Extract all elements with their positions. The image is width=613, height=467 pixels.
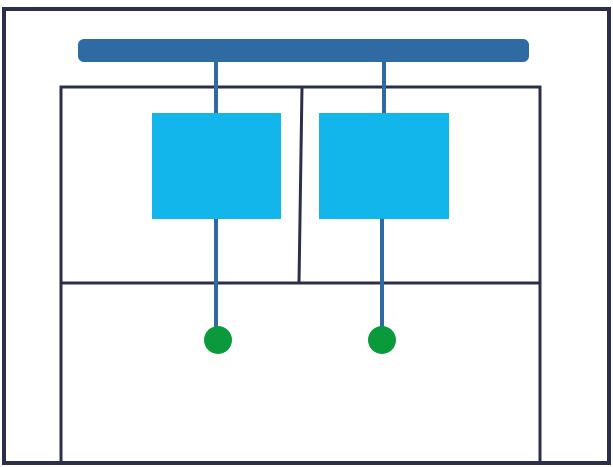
left-green-dot (204, 326, 232, 354)
outer-frame (2, 7, 611, 465)
vertical-divider (297, 86, 304, 284)
top-rail-bar (78, 39, 529, 62)
left-square-block (152, 113, 281, 219)
right-square-block (319, 113, 449, 219)
right-green-dot (368, 326, 396, 354)
